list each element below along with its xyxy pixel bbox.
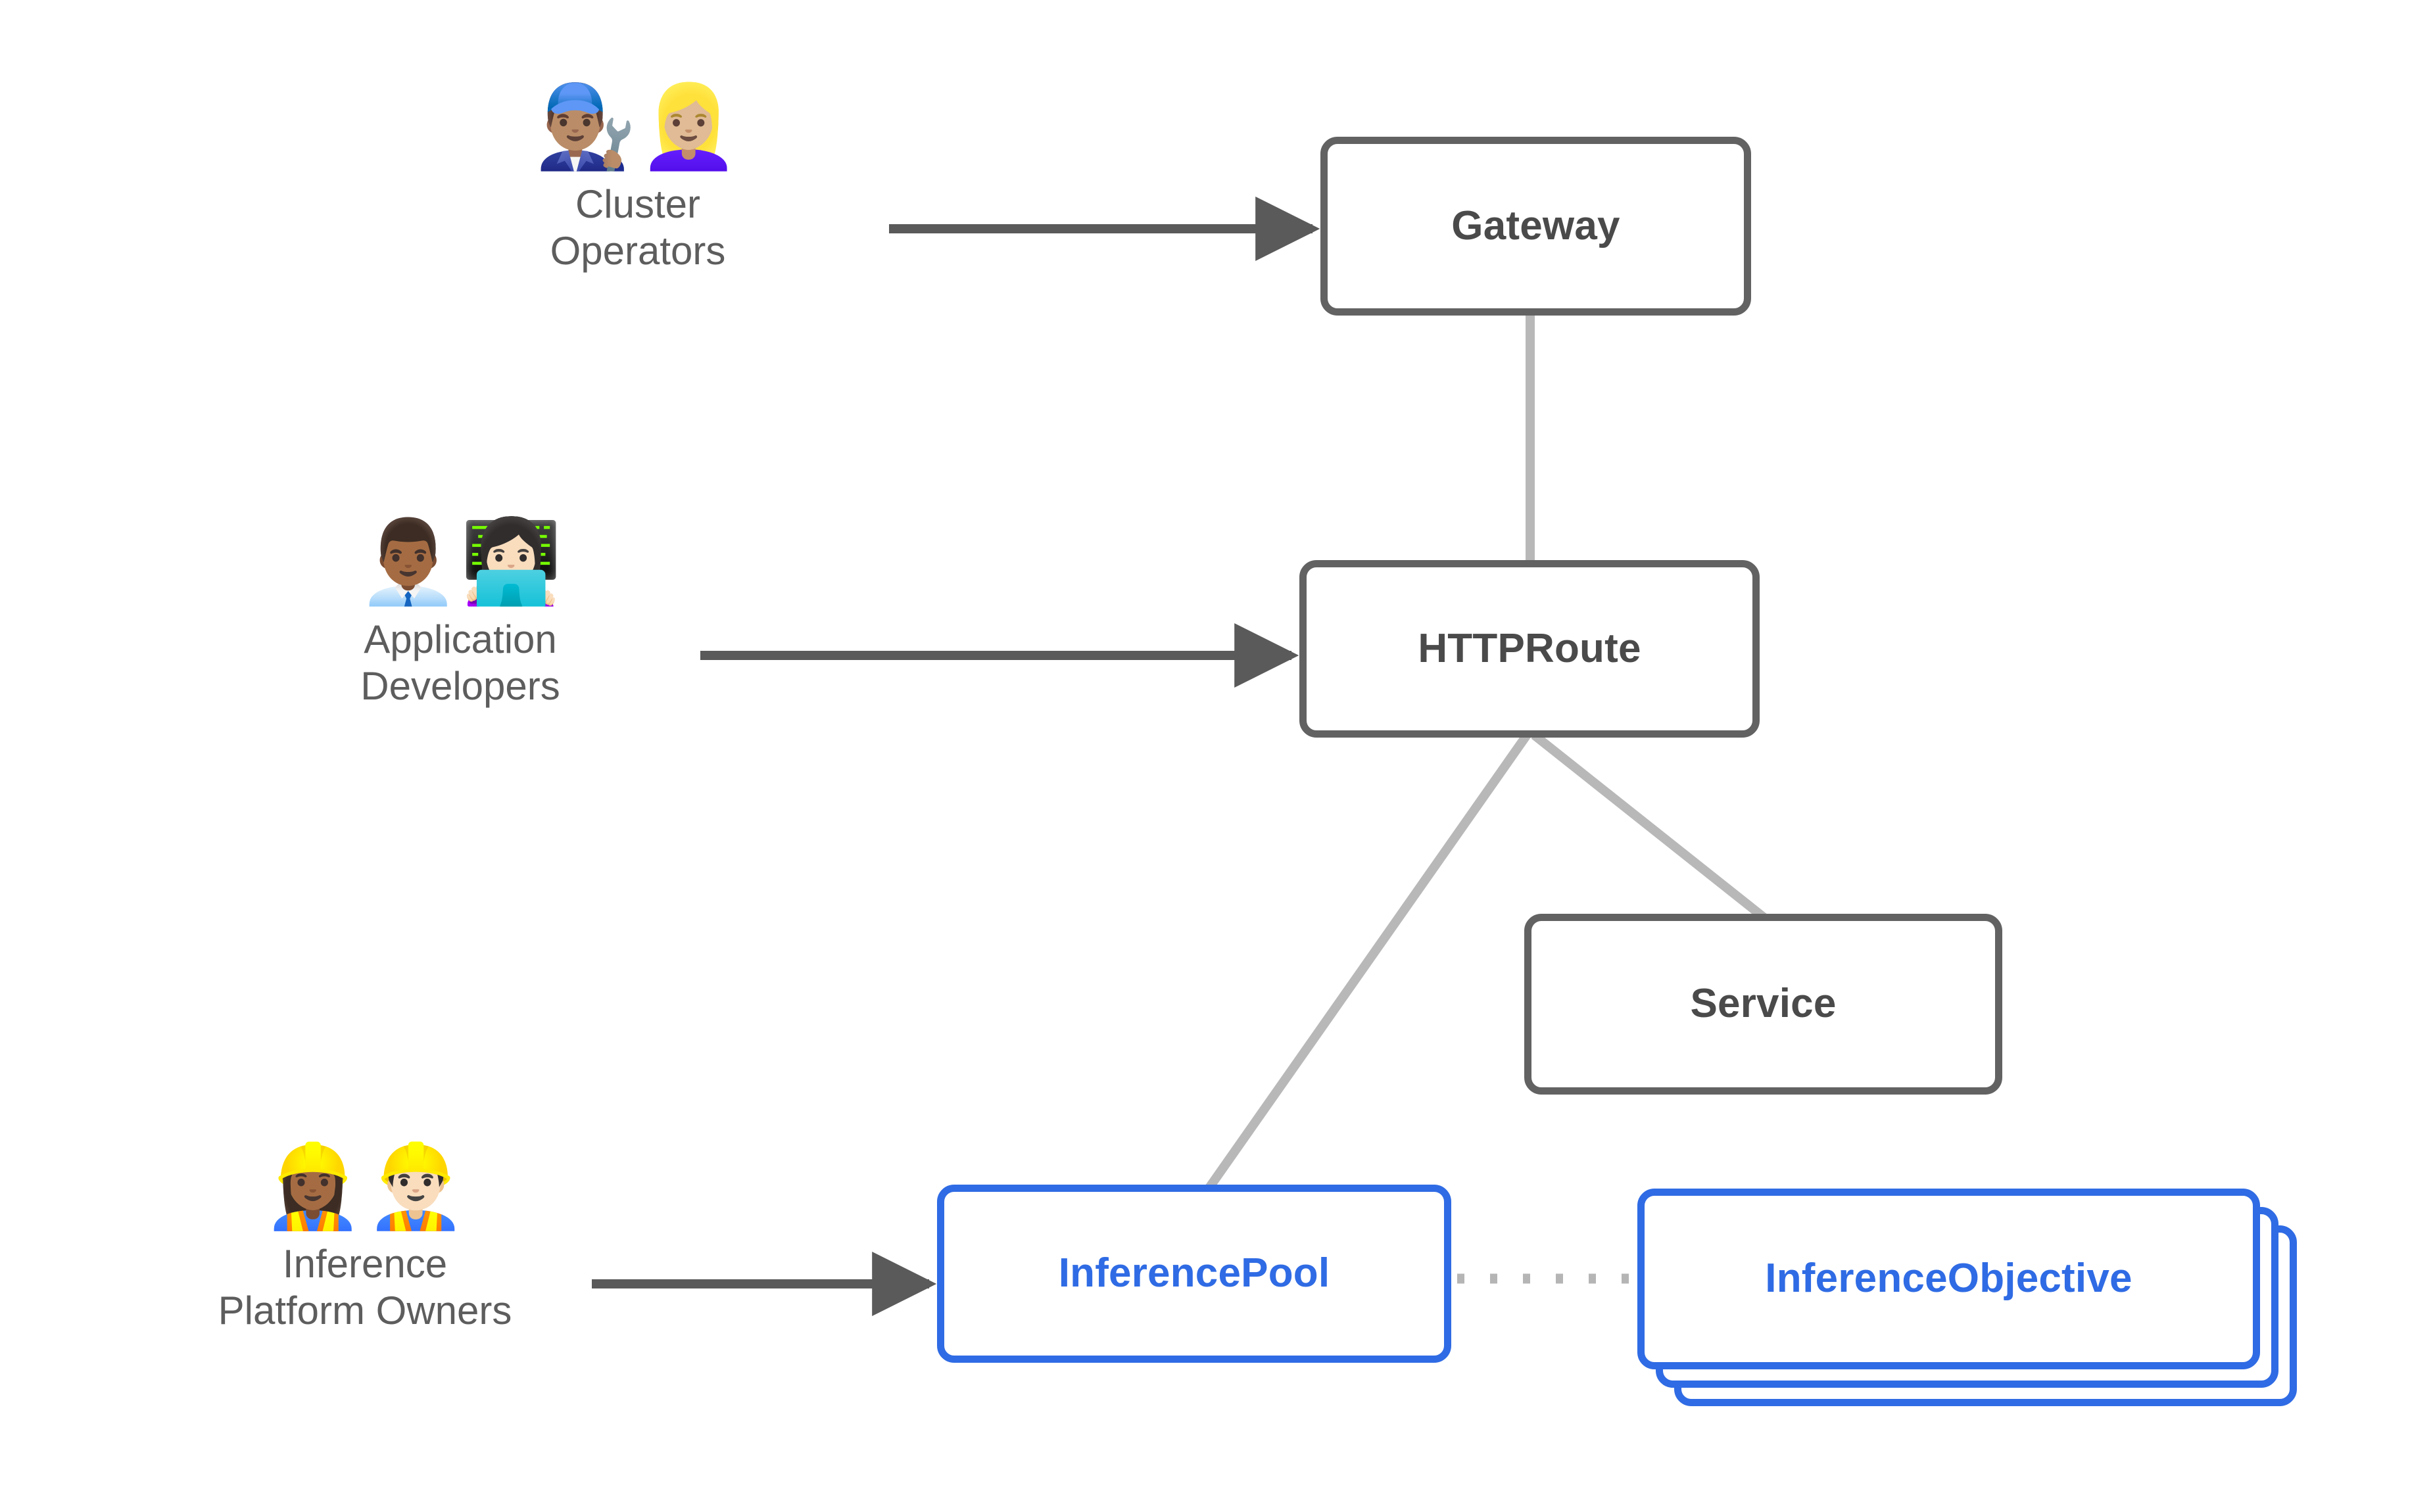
construction-worker-pair-emoji: 👷🏾‍♀️👷🏻‍♂️ bbox=[262, 1141, 468, 1232]
persona-application-developers: 👨🏾‍💼👩🏻‍💻 Application Developers bbox=[316, 519, 605, 710]
node-inferenceobjective[interactable]: InferenceObjective bbox=[1637, 1189, 2260, 1369]
persona-label-inference-platform-owners: Inference Platform Owners bbox=[218, 1242, 512, 1333]
node-httproute[interactable]: HTTPRoute bbox=[1299, 560, 1760, 738]
node-label-gateway: Gateway bbox=[1451, 202, 1620, 248]
persona-cluster-operators: 👨🏽‍🔧👱🏼‍♀️ Cluster Operators bbox=[500, 84, 776, 275]
edge-httproute-to-inferencepool bbox=[1205, 732, 1531, 1192]
mechanic-pair-emoji: 👨🏽‍🔧👱🏼‍♀️ bbox=[535, 82, 741, 172]
node-inferenceobjective-stack[interactable]: InferenceObjective bbox=[1637, 1189, 2334, 1406]
node-label-inferencepool: InferencePool bbox=[1058, 1250, 1330, 1296]
node-gateway[interactable]: Gateway bbox=[1320, 137, 1751, 316]
node-label-inferenceobjective: InferenceObjective bbox=[1765, 1256, 2132, 1302]
node-label-service: Service bbox=[1690, 981, 1837, 1027]
node-label-httproute: HTTPRoute bbox=[1418, 625, 1641, 671]
node-service[interactable]: Service bbox=[1524, 914, 2002, 1095]
developer-pair-emoji: 👨🏾‍💼👩🏻‍💻 bbox=[357, 517, 564, 607]
persona-label-application-developers: Application Developers bbox=[360, 617, 560, 708]
persona-label-cluster-operators: Cluster Operators bbox=[550, 182, 726, 273]
node-inferencepool[interactable]: InferencePool bbox=[937, 1185, 1451, 1363]
edge-httproute-to-service bbox=[1531, 731, 1768, 922]
persona-inference-platform-owners: 👷🏾‍♀️👷🏻‍♂️ Inference Platform Owners bbox=[164, 1144, 566, 1335]
